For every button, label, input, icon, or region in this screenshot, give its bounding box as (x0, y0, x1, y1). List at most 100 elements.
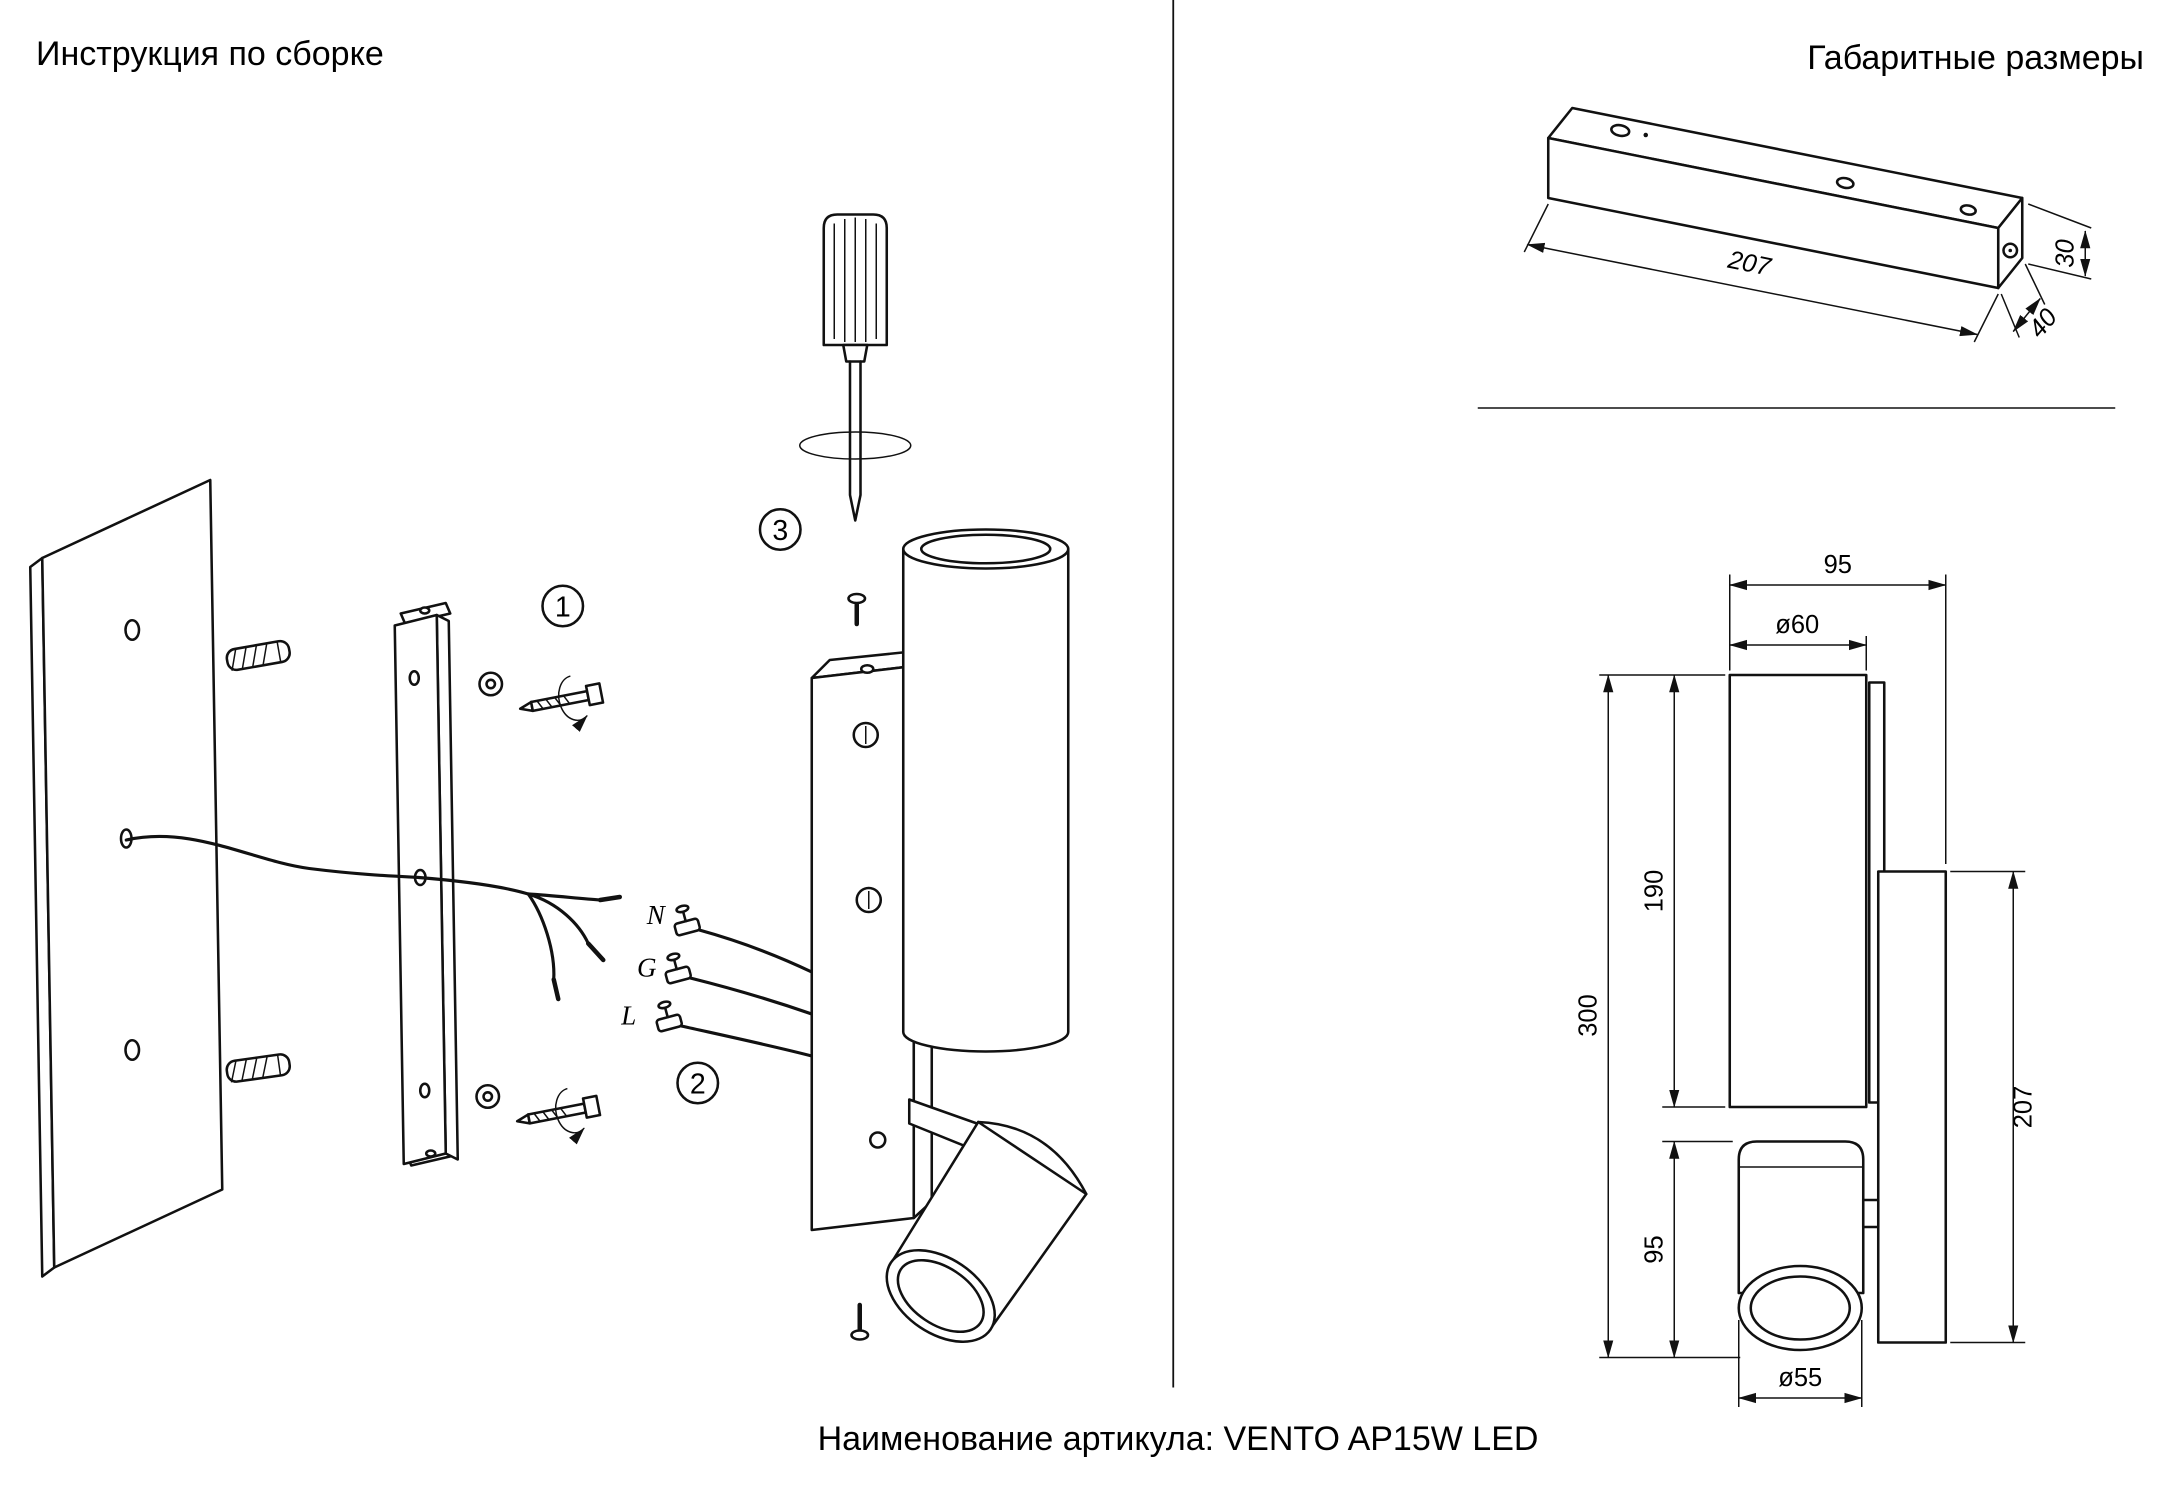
screw-head (847, 592, 867, 605)
dimensions-title: Габаритные размеры (1807, 39, 2144, 77)
terminal-g (664, 952, 814, 1016)
washer-inner (485, 678, 497, 690)
tube (1728, 673, 1868, 1109)
screw-shaft (526, 1102, 588, 1125)
step-badge-1: 1 (541, 584, 585, 628)
dimensions-diagram: 207 40 30 95 ø60 (1477, 106, 2116, 1407)
step-badge-2: 2 (676, 1061, 720, 1105)
terminal-clamp (664, 952, 692, 985)
terminal-tail (697, 928, 814, 974)
iso-end-dot (2008, 248, 2013, 253)
screwdriver-ferrule (841, 343, 869, 363)
plate-front-face (810, 664, 916, 1232)
anchor-body (225, 1053, 292, 1083)
spot-lens-inner (1749, 1275, 1852, 1341)
screwdriver (799, 213, 912, 522)
wall-anchor-top (225, 639, 291, 672)
wire-bare-ends (551, 894, 622, 1002)
terminal-tail (679, 1024, 814, 1058)
dim-line-bracket-depth (2012, 297, 2041, 333)
bracket-tab-hole-bottom (424, 1149, 437, 1158)
step-number: 2 (690, 1069, 706, 1101)
dim-spot-height: 95 (1640, 1235, 1668, 1263)
spot-back-cap (976, 1120, 1088, 1196)
panel-hole-bottom (124, 1038, 141, 1062)
turn-arrow-icon (557, 675, 588, 732)
bracket-face (393, 613, 448, 1166)
iso-hole-right (1959, 204, 1977, 216)
badge-circle (541, 584, 585, 628)
wire-label-l: L (620, 1001, 636, 1031)
iso-hole-middle (1835, 176, 1855, 190)
step-number: 1 (555, 592, 571, 624)
wire-label-g: G (637, 953, 657, 983)
mounting-screw-bottom (515, 1087, 602, 1145)
badge-circle (758, 507, 802, 552)
tube-fixing-screw-top (847, 592, 867, 627)
screw-threads (536, 695, 571, 710)
dim-line-bracket-length (1526, 242, 1978, 337)
clamp-body (655, 1013, 683, 1033)
spot-fixing-screw-bottom (850, 1302, 870, 1341)
lamp-body (810, 528, 1088, 1344)
tube-top-inner-rim (919, 533, 1052, 565)
anchor-hatch (231, 641, 282, 671)
clamp-body (664, 965, 692, 985)
spot-lens-outer (885, 1248, 997, 1344)
mounting-bracket (393, 601, 460, 1167)
clamp-body (673, 917, 701, 937)
terminal-clamp (673, 904, 701, 937)
panel-hole-top (124, 618, 141, 642)
side-view: 95 ø60 190 300 95 207 ø55 (1574, 551, 2037, 1407)
wall-panel (28, 478, 224, 1278)
screw-shaft (529, 689, 591, 713)
wire-label-n: N (646, 900, 667, 930)
iso-bracket-view: 207 40 30 (1477, 106, 2116, 409)
mounting-screw-top (518, 675, 605, 732)
step-badge-3: 3 (758, 507, 802, 552)
wall-plate (1876, 870, 1948, 1344)
terminal-clamp (655, 1000, 683, 1033)
dim-spot-diameter: ø55 (1778, 1364, 1822, 1392)
article-name: Наименование артикула: VENTO AP15W LED (817, 1420, 1539, 1458)
step-number: 3 (772, 515, 788, 547)
assembly-title: Инструкция по сборке (36, 35, 384, 73)
wire-strands (526, 892, 602, 982)
rotation-ellipse (799, 431, 912, 460)
plate-top-hole (859, 663, 875, 675)
bracket-hole-top (408, 669, 421, 687)
terminal-tail (688, 976, 814, 1016)
washer-top (478, 671, 504, 697)
dim-plate-height: 207 (2009, 1086, 2037, 1129)
wall-panel-face (40, 478, 224, 1269)
terminal-l (655, 1000, 814, 1058)
screw-threads (533, 1107, 568, 1122)
terminal-n (673, 904, 814, 974)
wall-anchor-bottom (225, 1053, 292, 1083)
dim-bracket-depth: 40 (2023, 303, 2063, 343)
spot-body (1737, 1140, 1865, 1295)
bracket-hole-bottom (418, 1082, 431, 1099)
supply-wire (124, 834, 622, 1002)
tube-body (901, 547, 1070, 1053)
iso-hole-left (1610, 123, 1631, 138)
spot-hinge-tab (1861, 1198, 1880, 1229)
bracket-tab-hole-top (418, 606, 431, 615)
spot-lens-outer (1737, 1264, 1864, 1352)
turn-arrow-icon (554, 1087, 585, 1145)
screwdriver-shaft (848, 360, 862, 522)
assembly-diagram: 1 2 3 N G L (28, 213, 1088, 1344)
clamp-screw-head (675, 904, 690, 914)
dim-lamp-width: 95 (1824, 551, 1852, 579)
clamp-screw-head (666, 952, 681, 962)
clamp-screw-head (657, 1000, 672, 1010)
dim-tube-height: 190 (1640, 870, 1668, 913)
dim-total-height: 300 (1574, 994, 1602, 1037)
spot-lens-inner (896, 1258, 985, 1334)
wire-main (124, 834, 530, 896)
screw-head (850, 1329, 870, 1341)
washer-inner (482, 1091, 494, 1102)
handle-grip-lines (833, 217, 877, 342)
